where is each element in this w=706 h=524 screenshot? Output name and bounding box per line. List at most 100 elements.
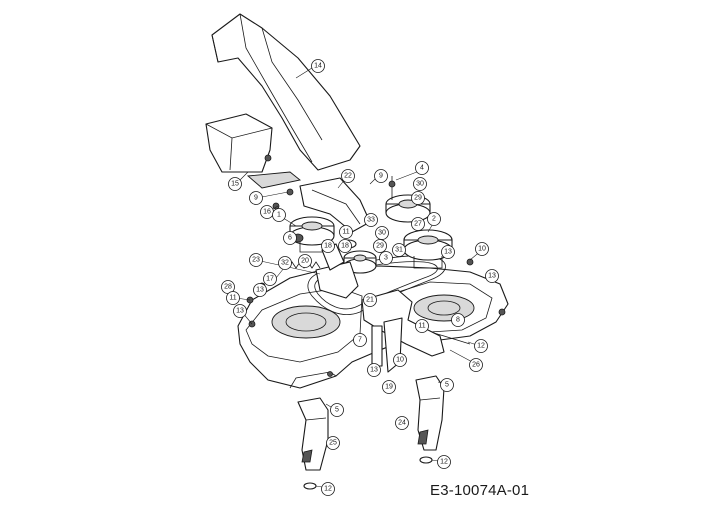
callout-circle bbox=[233, 304, 247, 318]
callout-number: 29 bbox=[414, 195, 422, 202]
callout-15: 15 bbox=[228, 177, 242, 191]
callout-circle bbox=[441, 245, 455, 259]
callout-circle bbox=[330, 403, 344, 417]
callout-number: 29 bbox=[376, 243, 384, 250]
callout-9: 9 bbox=[374, 169, 388, 183]
callout-number: 13 bbox=[256, 287, 264, 294]
callout-13: 13 bbox=[253, 283, 267, 297]
callout-9: 9 bbox=[249, 191, 263, 205]
callout-1: 1 bbox=[272, 208, 286, 222]
callout-circle bbox=[353, 333, 367, 347]
callout-12: 12 bbox=[437, 455, 451, 469]
callout-number: 5 bbox=[335, 407, 339, 414]
callout-26: 26 bbox=[469, 358, 483, 372]
callout-29: 29 bbox=[411, 191, 425, 205]
callout-number: 12 bbox=[440, 459, 448, 466]
callout-circle bbox=[373, 239, 387, 253]
callout-number: 13 bbox=[370, 367, 378, 374]
callout-number: 3 bbox=[384, 255, 388, 262]
callout-circle bbox=[249, 191, 263, 205]
callout-circle bbox=[226, 291, 240, 305]
deflector-box bbox=[205, 113, 302, 189]
callout-circle bbox=[393, 353, 407, 367]
callout-19: 19 bbox=[382, 380, 396, 394]
callout-number: 23 bbox=[252, 257, 260, 264]
right-spindle-pulley bbox=[403, 229, 453, 269]
callout-circle bbox=[382, 380, 396, 394]
callout-25: 25 bbox=[326, 436, 340, 450]
callout-number: 15 bbox=[231, 181, 239, 188]
callout-number: 30 bbox=[416, 181, 424, 188]
callout-circle bbox=[298, 254, 312, 268]
callout-14: 14 bbox=[311, 59, 325, 73]
callout-number: 19 bbox=[385, 384, 393, 391]
diagram-code-label: E3-10074A-01 bbox=[430, 482, 530, 499]
callout-20: 20 bbox=[298, 254, 312, 268]
callout-circle bbox=[311, 59, 325, 73]
callout-circle bbox=[341, 169, 355, 183]
callout-10: 10 bbox=[475, 242, 489, 256]
callout-30: 30 bbox=[413, 177, 427, 191]
callout-number: 10 bbox=[396, 357, 404, 364]
callout-circle bbox=[363, 293, 377, 307]
callout-number: 13 bbox=[488, 273, 496, 280]
callout-circle bbox=[278, 256, 292, 270]
callout-22: 22 bbox=[341, 169, 355, 183]
callout-circle bbox=[249, 253, 263, 267]
callout-circle bbox=[415, 161, 429, 175]
callout-number: 4 bbox=[420, 165, 424, 172]
callout-33: 33 bbox=[364, 213, 378, 227]
left-blade bbox=[297, 397, 329, 490]
callout-circle bbox=[411, 191, 425, 205]
callout-circle bbox=[427, 212, 441, 226]
callout-number: 8 bbox=[456, 317, 460, 324]
callout-number: 25 bbox=[329, 440, 337, 447]
callout-number: 33 bbox=[367, 217, 375, 224]
callout-6: 6 bbox=[283, 231, 297, 245]
callout-number: 9 bbox=[254, 195, 258, 202]
callout-30: 30 bbox=[375, 226, 389, 240]
callout-number: 20 bbox=[301, 258, 309, 265]
callout-number: 26 bbox=[472, 362, 480, 369]
callout-circle bbox=[475, 242, 489, 256]
callout-circle bbox=[395, 416, 409, 430]
callout-23: 23 bbox=[249, 253, 263, 267]
callout-8: 8 bbox=[451, 313, 465, 327]
callout-number: 9 bbox=[379, 173, 383, 180]
callout-17: 17 bbox=[263, 272, 277, 286]
callout-number: 14 bbox=[314, 63, 322, 70]
callout-circle bbox=[440, 378, 454, 392]
callout-circle bbox=[228, 177, 242, 191]
callout-7: 7 bbox=[353, 333, 367, 347]
callout-2: 2 bbox=[427, 212, 441, 226]
callout-3: 3 bbox=[379, 251, 393, 265]
callout-circle bbox=[413, 177, 427, 191]
callout-circle bbox=[338, 239, 352, 253]
callout-number: 12 bbox=[324, 486, 332, 493]
callout-circle bbox=[469, 358, 483, 372]
callout-number: 18 bbox=[324, 243, 332, 250]
callout-circle bbox=[321, 482, 335, 496]
callout-number: 1 bbox=[277, 212, 281, 219]
callout-number: 32 bbox=[281, 260, 289, 267]
callout-16: 16 bbox=[260, 205, 274, 219]
callout-number: 13 bbox=[236, 308, 244, 315]
callout-number: 11 bbox=[229, 295, 236, 302]
callout-number: 2 bbox=[432, 216, 436, 223]
callout-circle bbox=[263, 272, 277, 286]
callout-circle bbox=[485, 269, 499, 283]
callout-number: 17 bbox=[266, 276, 274, 283]
callout-11: 11 bbox=[339, 225, 353, 239]
callout-10: 10 bbox=[393, 353, 407, 367]
callout-5: 5 bbox=[440, 378, 454, 392]
callout-32: 32 bbox=[278, 256, 292, 270]
callout-circle bbox=[326, 436, 340, 450]
callout-circle bbox=[474, 339, 488, 353]
callout-number: 18 bbox=[341, 243, 349, 250]
callout-circle bbox=[253, 283, 267, 297]
callout-29: 29 bbox=[373, 239, 387, 253]
callout-number: 30 bbox=[378, 230, 386, 237]
callout-13: 13 bbox=[233, 304, 247, 318]
callout-27: 27 bbox=[411, 217, 425, 231]
